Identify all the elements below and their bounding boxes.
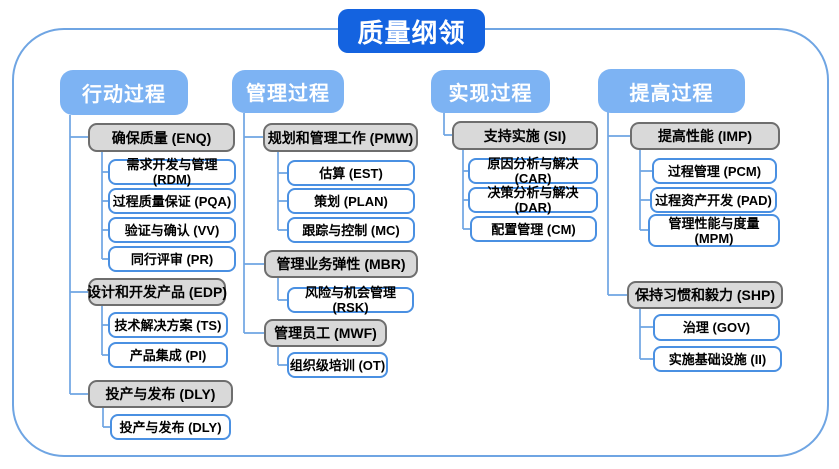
column-header-management-process: 管理过程 xyxy=(232,70,344,113)
child-node-pcm: 过程管理 (PCM) xyxy=(652,158,777,184)
child-node-car: 原因分析与解决 (CAR) xyxy=(468,156,598,186)
child-node-rdm: 需求开发与管理 (RDM) xyxy=(108,157,236,187)
child-node-mc: 跟踪与控制 (MC) xyxy=(287,217,415,243)
group-node-si: 支持实施 (SI) xyxy=(452,121,598,150)
child-node-ts: 技术解决方案 (TS) xyxy=(108,312,228,338)
child-node-rsk: 风险与机会管理 (RSK) xyxy=(287,285,414,315)
child-node-ii: 实施基础设施 (II) xyxy=(653,346,782,372)
child-node-dly: 投产与发布 (DLY) xyxy=(110,414,231,440)
child-node-pqa: 过程质量保证 (PQA) xyxy=(108,188,236,214)
group-node-shp: 保持习惯和毅力 (SHP) xyxy=(627,281,783,309)
child-node-pr: 同行评审 (PR) xyxy=(108,246,236,272)
child-node-gov: 治理 (GOV) xyxy=(653,314,780,341)
child-node-cm: 配置管理 (CM) xyxy=(470,216,597,242)
column-header-implementation-process: 实现过程 xyxy=(431,70,550,113)
group-node-dly: 投产与发布 (DLY) xyxy=(88,380,233,408)
group-node-mwf: 管理员工 (MWF) xyxy=(264,319,387,347)
child-node-vv: 验证与确认 (VV) xyxy=(108,217,236,243)
group-node-pmw: 规划和管理工作 (PMW) xyxy=(263,123,418,152)
diagram-title: 质量纲领 xyxy=(338,9,485,53)
child-node-ot: 组织级培训 (OT) xyxy=(287,352,388,378)
group-node-edp: 设计和开发产品 (EDP) xyxy=(87,278,227,306)
child-node-dar: 决策分析与解决 (DAR) xyxy=(468,185,598,215)
column-header-action-process: 行动过程 xyxy=(60,70,188,115)
group-node-imp: 提高性能 (IMP) xyxy=(630,122,780,150)
column-header-improvement-process: 提高过程 xyxy=(598,69,745,113)
child-node-plan: 策划 (PLAN) xyxy=(287,188,415,214)
child-node-pi: 产品集成 (PI) xyxy=(108,342,228,368)
group-node-mbr: 管理业务弹性 (MBR) xyxy=(264,250,418,278)
child-node-pad: 过程资产开发 (PAD) xyxy=(650,187,777,213)
group-node-enq: 确保质量 (ENQ) xyxy=(88,123,235,152)
child-node-est: 估算 (EST) xyxy=(287,160,415,186)
child-node-mpm: 管理性能与度量 (MPM) xyxy=(648,214,780,247)
